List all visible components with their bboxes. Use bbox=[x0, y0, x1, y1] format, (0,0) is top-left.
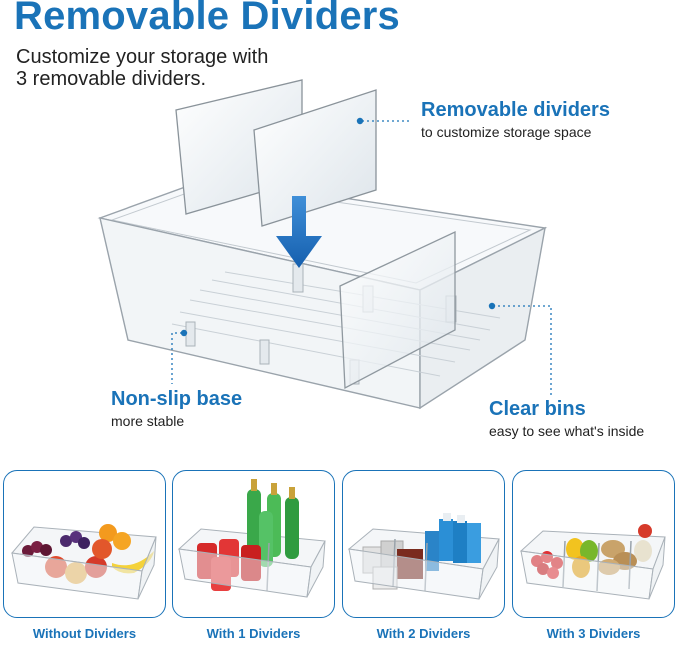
bottle-icon bbox=[247, 479, 299, 567]
panel-label-with-3-dividers: With 3 Dividers bbox=[546, 626, 641, 641]
subtitle-line-2: 3 removable dividers. bbox=[16, 68, 207, 90]
callout-clear-bins: Clear bins easy to see what's inside bbox=[489, 398, 644, 439]
pepper-icon bbox=[566, 538, 598, 578]
page-subtitle: Customize your storage with 3 removable … bbox=[16, 46, 268, 90]
panel-with-1-divider bbox=[172, 470, 335, 618]
panel-label-with-2-dividers: With 2 Dividers bbox=[376, 626, 471, 641]
snacks-bin-photo bbox=[347, 513, 500, 600]
callout-clear-subtitle: easy to see what's inside bbox=[489, 423, 645, 439]
drink-box-icon bbox=[425, 513, 481, 571]
subtitle-line-1: Customize your storage with bbox=[16, 46, 269, 68]
produce-bin-photo bbox=[519, 524, 666, 600]
panel-without-dividers bbox=[3, 470, 166, 618]
callout-dividers-subtitle: to customize storage space bbox=[421, 124, 592, 140]
panel-with-2-dividers bbox=[342, 470, 505, 618]
callout-non-slip-base: Non-slip base more stable bbox=[111, 388, 242, 429]
bin-body bbox=[97, 177, 548, 410]
insert-arrow-icon bbox=[276, 196, 322, 268]
bin-illustration bbox=[97, 79, 552, 410]
callout-clear-title: Clear bins bbox=[489, 398, 586, 420]
callout-base-title: Non-slip base bbox=[111, 388, 243, 410]
callout-dividers-title: Removable dividers bbox=[421, 99, 610, 121]
removable-divider-front bbox=[253, 89, 377, 227]
bottles-bin-photo bbox=[177, 479, 326, 598]
page-title: Removable Dividers bbox=[14, 0, 400, 38]
inserted-divider bbox=[339, 230, 456, 390]
panel-with-3-dividers bbox=[512, 470, 675, 618]
panel-label-without-dividers: Without Dividers bbox=[32, 626, 137, 641]
grapes-icon bbox=[22, 531, 90, 557]
fruit-bin-photo bbox=[11, 524, 157, 600]
panel-label-with-1-divider: With 1 Dividers bbox=[206, 626, 301, 641]
callout-base-subtitle: more stable bbox=[111, 413, 185, 429]
callout-removable-dividers: Removable dividers to customize storage … bbox=[421, 99, 610, 140]
